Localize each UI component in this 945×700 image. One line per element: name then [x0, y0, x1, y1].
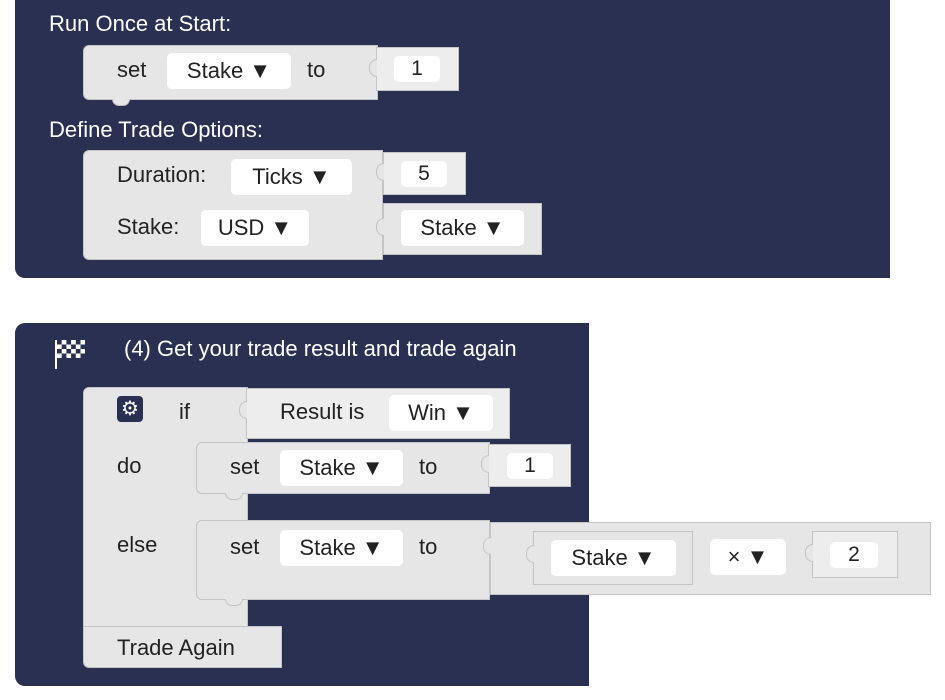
block-title: (4) Get your trade result and trade agai…: [124, 336, 517, 361]
operator-dropdown[interactable]: × ▼: [710, 539, 786, 575]
trade-again-statement[interactable]: [83, 626, 282, 668]
variable-dropdown[interactable]: Stake ▼: [280, 530, 403, 566]
input-connector: [805, 544, 813, 562]
input-connector: [483, 537, 491, 555]
input-connector: [376, 218, 384, 236]
duration-label: Duration:: [117, 162, 207, 187]
number-input[interactable]: 1: [394, 56, 440, 82]
if-keyword: if: [179, 399, 190, 424]
set-keyword: set: [230, 454, 260, 479]
input-connector: [239, 401, 247, 419]
stake-variable-dropdown[interactable]: Stake ▼: [401, 210, 524, 246]
input-connector: [526, 545, 534, 563]
variable-dropdown[interactable]: Stake ▼: [551, 540, 676, 576]
result-label: Result is: [280, 399, 365, 424]
set-keyword: set: [230, 534, 260, 559]
result-dropdown[interactable]: Win ▼: [389, 395, 493, 431]
stake-label: Stake:: [117, 214, 180, 239]
set-keyword: set: [117, 57, 147, 82]
do-keyword: do: [117, 453, 142, 478]
variable-dropdown[interactable]: Stake ▼: [280, 450, 403, 486]
number-input[interactable]: 1: [507, 453, 553, 479]
to-keyword: to: [307, 57, 326, 82]
else-keyword: else: [117, 532, 158, 557]
checkered-flag-icon: [54, 337, 88, 371]
input-connector: [369, 59, 377, 77]
gear-icon[interactable]: ⚙: [117, 396, 143, 422]
define-trade-options-header: Define Trade Options:: [49, 117, 264, 142]
variable-dropdown[interactable]: Stake ▼: [167, 53, 291, 89]
trade-again-label: Trade Again: [117, 635, 235, 660]
to-keyword: to: [419, 454, 438, 479]
run-once-header: Run Once at Start:: [49, 11, 232, 36]
currency-dropdown[interactable]: USD ▼: [201, 210, 309, 246]
to-keyword: to: [419, 534, 438, 559]
input-connector: [376, 163, 384, 181]
duration-unit-dropdown[interactable]: Ticks ▼: [231, 159, 352, 195]
number-input[interactable]: 2: [830, 542, 878, 568]
duration-input[interactable]: 5: [401, 161, 447, 187]
input-connector: [481, 455, 489, 473]
